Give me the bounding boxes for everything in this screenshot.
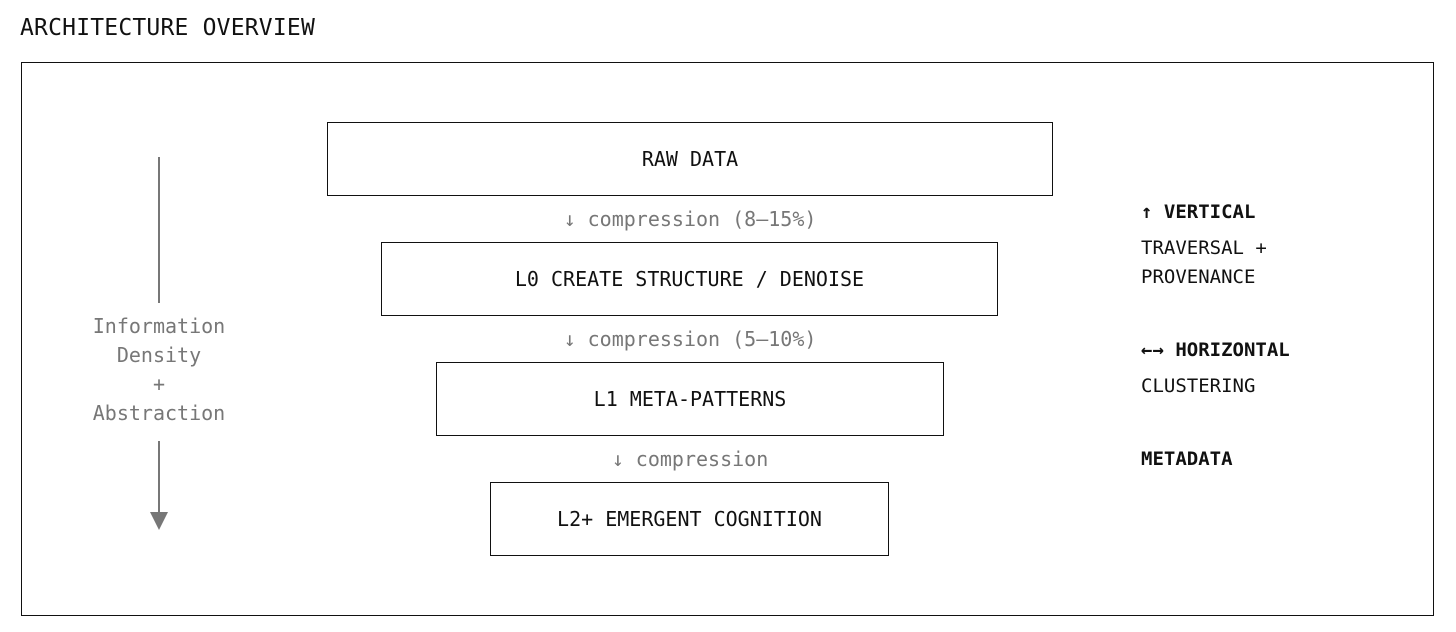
axis-line-bottom: [158, 441, 160, 514]
legend-horizontal-line-1: CLUSTERING: [1141, 375, 1256, 397]
axis-label-line-2: Density: [116, 343, 202, 367]
legend-vertical-line-1: TRAVERSAL +: [1141, 237, 1267, 259]
compression-step-1: ↓ compression (8–15%): [563, 207, 817, 231]
layer-l1: L1 META-PATTERNS: [436, 362, 944, 436]
layer-raw-data: RAW DATA: [327, 122, 1053, 196]
layer-l0: L0 CREATE STRUCTURE / DENOISE: [381, 242, 998, 316]
legend-vertical-heading: ↑ VERTICAL: [1141, 201, 1256, 223]
diagram-frame: [21, 62, 1434, 616]
axis-label-line-1: Information: [92, 314, 226, 338]
legend-metadata-heading: METADATA: [1141, 448, 1233, 470]
page-title: ARCHITECTURE OVERVIEW: [20, 15, 315, 41]
layer-l2: L2+ EMERGENT COGNITION: [490, 482, 889, 556]
axis-line-top: [158, 157, 160, 303]
legend-vertical-line-2: PROVENANCE: [1141, 266, 1256, 288]
compression-step-2: ↓ compression (5–10%): [563, 327, 817, 351]
axis-label-line-4: Abstraction: [92, 401, 226, 425]
compression-step-3: ↓ compression: [611, 447, 769, 471]
axis-label: Information Density + Abstraction: [70, 312, 248, 428]
down-arrow-icon: [150, 512, 168, 530]
legend-horizontal-heading: ←→ HORIZONTAL: [1141, 339, 1290, 361]
axis-label-line-3: +: [152, 372, 166, 396]
